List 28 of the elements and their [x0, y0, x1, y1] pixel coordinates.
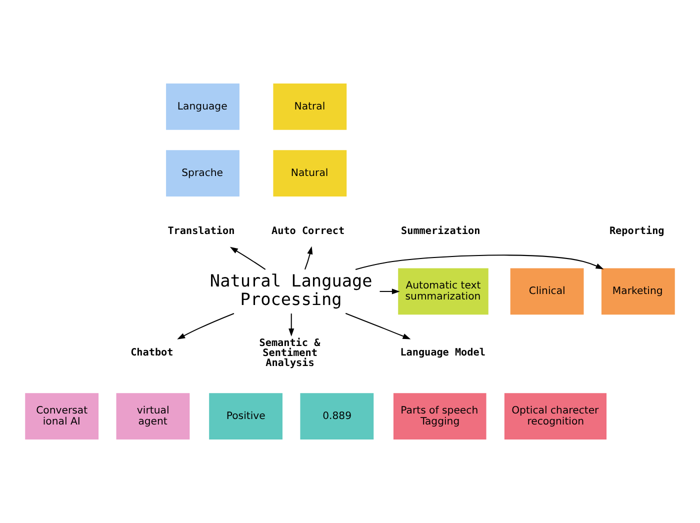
arrow: [380, 288, 400, 294]
node-box: Automatic text summarization: [398, 268, 488, 315]
node-box: 0.889: [300, 393, 374, 440]
node-box: Sprache: [166, 150, 240, 197]
node-box: Marketing: [601, 268, 675, 315]
arrow: [177, 313, 234, 340]
arrow: [304, 246, 313, 270]
arrow: [288, 314, 294, 336]
node-box: Natural: [273, 150, 347, 197]
node-box: Conversat ional AI: [25, 393, 99, 440]
node-text: Chatbot: [130, 348, 174, 359]
node-box: Clinical: [510, 268, 584, 315]
node-text: Summerization: [401, 226, 480, 238]
node-box: Parts of speech Tagging: [393, 393, 486, 440]
node-box: Positive: [209, 393, 282, 440]
node-text: Translation: [168, 226, 235, 238]
arrow: [345, 312, 411, 340]
node-text: Language Model: [400, 348, 486, 359]
node-box: virtual agent: [116, 393, 190, 440]
node-box: Optical charecter recognition: [504, 393, 607, 440]
node-box: Natral: [273, 83, 347, 130]
arrow: [355, 254, 604, 270]
node-text: Natural Language Processing: [210, 270, 372, 309]
node-box: Language: [166, 83, 240, 130]
node-text: Auto Correct: [272, 226, 345, 238]
node-text: Reporting: [609, 226, 664, 238]
arrow: [230, 246, 266, 270]
node-text: Semantic & Sentiment Analysis: [259, 338, 320, 370]
